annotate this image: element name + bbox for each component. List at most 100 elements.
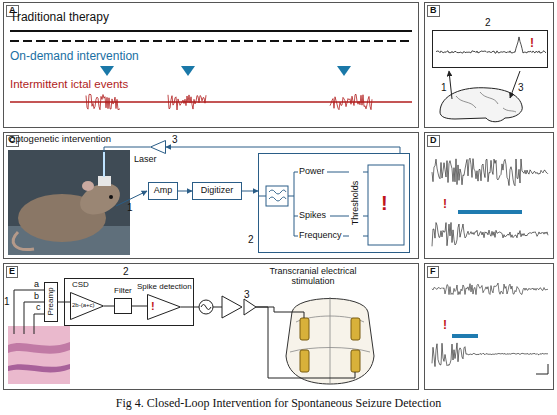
shape-outline: [150, 140, 166, 154]
feature-label: Frequency: [299, 231, 342, 241]
detection-mark: !: [151, 300, 155, 312]
therapy-line: [10, 30, 412, 32]
detection-mark: !: [443, 319, 447, 332]
node-text: Laser: [134, 155, 157, 165]
node-text: Digitizer: [193, 186, 241, 196]
preamp-box: Preamp: [44, 282, 58, 322]
node-text: E: [6, 266, 18, 278]
signal-connector: [242, 191, 258, 192]
node-text: F: [427, 266, 439, 278]
signal-connector: [58, 302, 70, 303]
filter-wave: [269, 190, 286, 201]
oscillator-wave: [201, 305, 211, 310]
stimulation-wire: [256, 307, 355, 378]
callout-number: 1: [441, 82, 447, 93]
oscillator-symbol: [199, 300, 213, 314]
stimulation-bar: [452, 334, 478, 338]
decision-box: [368, 165, 404, 245]
mouse-ear: [82, 181, 94, 191]
callout-number: 3: [518, 82, 524, 93]
spike-detector: [148, 295, 181, 320]
processing-box: CSD2b-(a+c)FilterSpike detection2: [64, 278, 194, 326]
signal-connector: [132, 306, 147, 307]
stimulation-electrode: [300, 350, 309, 372]
node-text: 2: [485, 17, 491, 28]
detection-mark: !: [443, 198, 447, 211]
node-formula: 2b-(a+c): [72, 302, 95, 309]
channel-label: a: [34, 280, 39, 290]
panel-frame: PreampCSD2b-(a+c)FilterSpike detection2E: [3, 263, 419, 390]
node-text: Amp: [149, 186, 177, 196]
node-text: 2: [123, 266, 129, 277]
method-label: Optogenetic intervention: [8, 134, 111, 144]
channel-label: b: [34, 292, 39, 302]
cell-layer: [8, 342, 70, 354]
brain-sulcus: [456, 92, 516, 112]
amplifier-symbol: [244, 299, 256, 315]
branch-wire: [288, 172, 298, 236]
node-text: D: [427, 135, 440, 147]
therapy-dashed-line: [10, 40, 412, 42]
scale-bar: [536, 364, 548, 374]
skull-suture: [290, 297, 370, 383]
head-cap: [98, 176, 111, 186]
callout-number: 3: [172, 134, 178, 145]
feature-label: Power: [299, 167, 325, 177]
node-text: 2: [248, 234, 254, 245]
ictal-burst: [330, 94, 372, 109]
node-text: CSD: [72, 281, 89, 290]
node-text: Spike detection: [137, 283, 192, 292]
callout-number: 1: [4, 296, 10, 307]
laser-wire: [104, 147, 150, 152]
intervention-label: On-demand intervention: [10, 50, 139, 63]
channel-label: c: [36, 303, 41, 313]
signal-trace: [432, 283, 548, 295]
signal-trace: [432, 222, 548, 246]
signal-trace: [432, 343, 548, 367]
laser-symbol: [151, 141, 166, 154]
stimulation-electrode: [351, 350, 360, 372]
laser-symbol: Laser: [150, 140, 166, 154]
mouse-eye: [109, 195, 113, 199]
electrode-wire: [14, 290, 44, 334]
ictal-burst: [86, 94, 120, 110]
signal-connector: [178, 191, 192, 192]
ictal-label: Intermittent ictal events: [10, 78, 128, 91]
ictal-burst: [168, 95, 206, 110]
node-text: B: [427, 5, 440, 17]
optical-fiber: [103, 152, 105, 177]
node-text: Preamp: [47, 282, 56, 320]
photo-background: [8, 150, 130, 255]
callout-number: 1: [127, 202, 133, 213]
recording-arrow: [449, 71, 452, 99]
signal-connector: [104, 306, 114, 307]
cell-layer: [8, 364, 70, 372]
intervention-marker: [337, 66, 351, 76]
method-label: Transcranial electrical stimulation: [258, 267, 368, 287]
threshold-label: Thresholds: [351, 180, 361, 226]
filter-symbol: [266, 186, 288, 206]
amplifier-symbol: [222, 296, 242, 318]
digitizer-box: Digitizer: [192, 182, 242, 200]
amplifier-box: Amp: [148, 182, 178, 200]
therapy-label: Traditional therapy: [10, 11, 109, 24]
intervention-marker: [181, 66, 195, 76]
intervention-marker: [100, 66, 114, 76]
signal-trace: [436, 37, 546, 53]
signal-wire: [258, 196, 266, 197]
node-text: Filter: [114, 287, 132, 296]
filter-box: Filter: [114, 298, 132, 314]
csd-amplifier: [71, 293, 104, 320]
callout-number: 3: [244, 289, 250, 300]
panel-frame: D: [424, 132, 554, 259]
threshold-wire: [327, 172, 368, 236]
histology-image: [8, 326, 70, 384]
signal-connector: [166, 147, 400, 153]
csd-amplifier: CSD2b-(a+c): [70, 292, 104, 320]
stimulation-electrode: [300, 318, 309, 340]
brain-outline: [440, 88, 522, 122]
detection-mark: !: [381, 192, 388, 214]
panel-frame: 2B: [424, 2, 554, 128]
feature-label: Spikes: [299, 211, 326, 221]
